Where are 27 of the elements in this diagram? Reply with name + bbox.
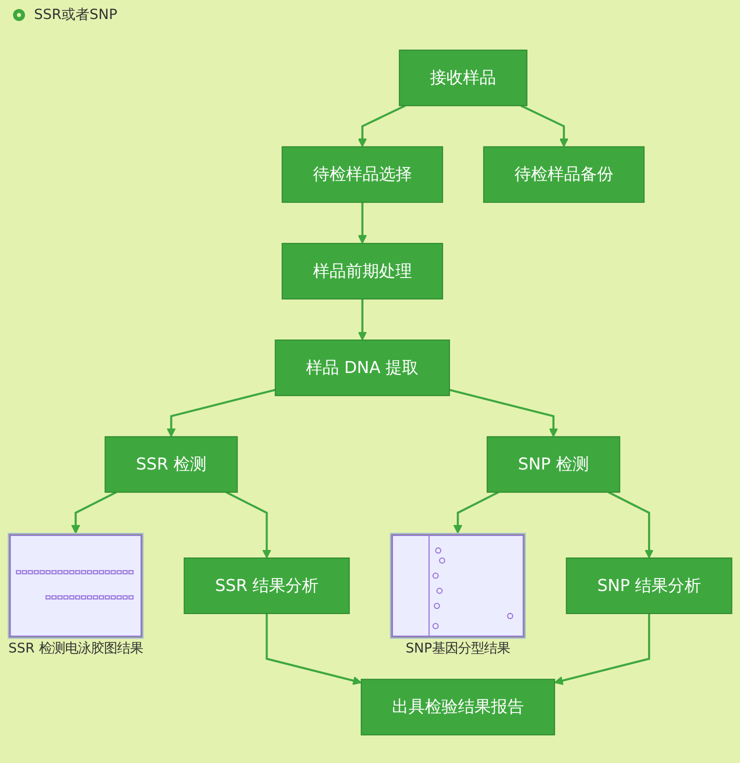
process-box: 出具检验结果报告 [360,678,556,736]
arrow [358,202,367,244]
image-caption: SNP基因分型结果 [406,642,510,657]
process-box: SNP 结果分析 [566,558,732,614]
process-box: 样品前期处理 [282,242,444,300]
arrow [520,104,568,148]
process-box: 待检样品备份 [483,146,645,203]
process-box: SSR 结果分析 [184,558,350,614]
arrow [358,298,367,340]
arrow [554,614,650,686]
process-box: 接收样品 [398,50,528,106]
arrow [608,491,654,558]
process-box: 待检样品选择 [282,146,444,203]
arrow [358,104,406,148]
process-box: 样品 DNA 提取 [274,340,450,396]
arrow [226,491,272,558]
arrow [449,388,558,438]
arrow [266,614,362,686]
arrow [71,491,117,534]
arrow [453,491,499,534]
arrow [166,388,276,438]
note-text: SSR或者SNP [34,6,118,24]
process-box: SSR 检测 [104,436,238,493]
image-caption: SSR 检测电泳胶图结果 [8,642,143,657]
scatter-plot-screenshot-drawing [390,532,526,639]
process-box: SNP 检测 [486,436,620,493]
gel-image-drawing [8,532,144,639]
